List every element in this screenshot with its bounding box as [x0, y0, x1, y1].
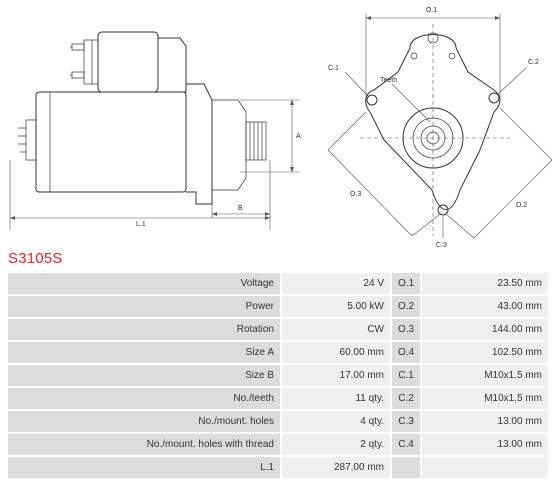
spec-label: Size B [8, 365, 280, 386]
dimension-l1-label: L.1 [136, 221, 146, 228]
part-code-title: S3105S [8, 250, 63, 267]
spec-label: L.1 [8, 457, 280, 478]
spec-value: 287.00 mm [282, 457, 390, 478]
dimension-c1-label: C.1 [328, 65, 339, 72]
spec-value-2: 23.50 mm [422, 273, 548, 294]
spec-label-2: C.4 [392, 434, 420, 455]
spec-label: No./mount. holes [8, 411, 280, 432]
spec-value: 24 V [282, 273, 390, 294]
spec-value: 5.00 kW [282, 296, 390, 317]
dimension-o1-label: O.1 [426, 7, 437, 14]
spec-label-2: C.3 [392, 411, 420, 432]
spec-label: No./teeth [8, 388, 280, 409]
spec-label-2: C.2 [392, 388, 420, 409]
side-view-drawing [9, 31, 300, 230]
spec-value-2: M10x1.5 mm [422, 388, 548, 409]
spec-value-2: M10x1.5 mm [422, 365, 548, 386]
spec-value-2: 144.00 mm [422, 319, 548, 340]
technical-drawing: A B L.1 [9, 7, 553, 249]
spec-label: Power [8, 296, 280, 317]
spec-label-2: O.2 [392, 296, 420, 317]
dimension-c3-label: C.3 [436, 242, 447, 249]
dimension-b-label: B [238, 205, 243, 212]
spec-value: 60.00 mm [282, 342, 390, 363]
dimension-a-label: A [296, 133, 301, 140]
spec-value-2: 13.00 mm [422, 411, 548, 432]
spec-label: Voltage [8, 273, 280, 294]
spec-label-2 [392, 457, 420, 478]
dimension-teeth-label: Teeth [380, 77, 397, 84]
spec-label-2: O.4 [392, 342, 420, 363]
spec-value: 2 qty. [282, 434, 390, 455]
spec-label-2: C.1 [392, 365, 420, 386]
spec-value: CW [282, 319, 390, 340]
spec-value: 11 qty. [282, 388, 390, 409]
spec-value: 17.00 mm [282, 365, 390, 386]
spec-value-2 [422, 457, 548, 478]
spec-value-2: 13.00 mm [422, 434, 548, 455]
spec-value-2: 43.00 mm [422, 296, 548, 317]
dimension-o3-label: O.3 [350, 191, 361, 198]
spec-label-2: O.3 [392, 319, 420, 340]
dimension-c2-label: C.2 [528, 59, 539, 66]
spec-label: No./mount. holes with thread [8, 434, 280, 455]
spec-label: Rotation [8, 319, 280, 340]
spec-value-2: 102.50 mm [422, 342, 548, 363]
spec-value: 4 qty. [282, 411, 390, 432]
front-view-drawing [327, 14, 553, 239]
spec-label-2: O.1 [392, 273, 420, 294]
spec-label: Size A [8, 342, 280, 363]
dimension-o2-label: O.2 [516, 202, 527, 209]
